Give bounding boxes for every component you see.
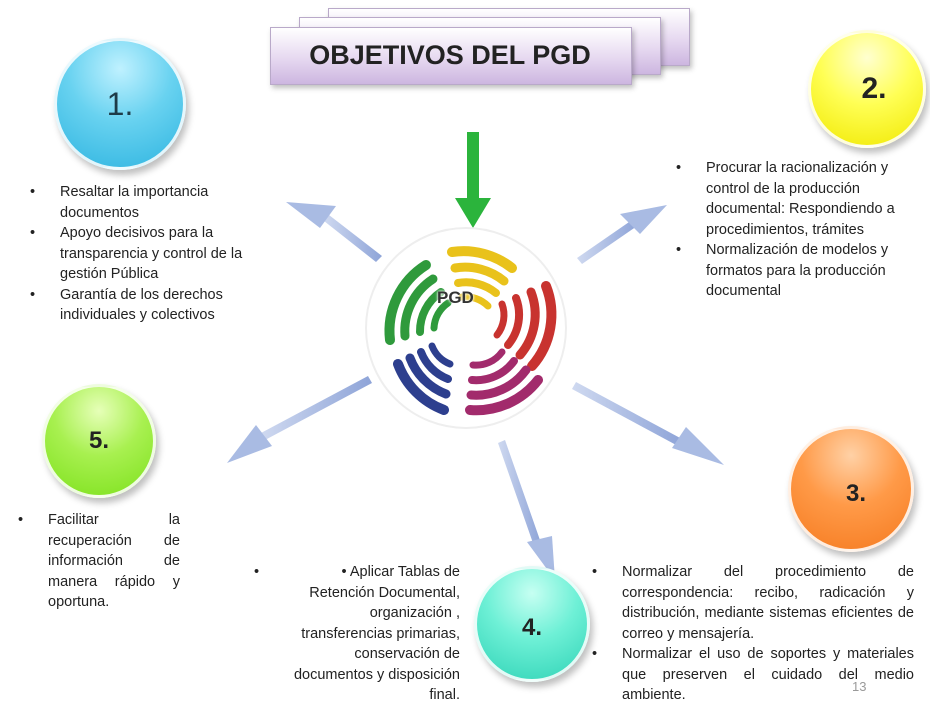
title-card-front	[270, 27, 632, 85]
arrow-to-objective-1	[286, 202, 382, 262]
objective-1-number: 1.	[106, 85, 134, 122]
objective-5-circle: 5.	[42, 384, 156, 498]
objective-4-number: 4.	[521, 614, 542, 641]
arrow-to-objective-3	[572, 382, 724, 465]
arrow-to-objective-2	[577, 205, 667, 264]
list-item: Apoyo decisivos para la transparencia y …	[30, 223, 262, 285]
green-down-arrow	[455, 132, 491, 228]
objective-4-circle: 4.	[474, 566, 590, 682]
objective-2-list: Procurar la racionalización y control de…	[676, 158, 906, 302]
objective-2-circle: 2.	[808, 30, 926, 148]
objective-1-circle: 1.	[54, 38, 186, 170]
objective-2-number: 2.	[861, 72, 887, 105]
page-number: 13	[852, 679, 867, 694]
objective-5-number: 5.	[88, 427, 109, 454]
arrow-to-objective-4	[498, 440, 555, 580]
list-item: Procurar la racionalización y control de…	[676, 158, 906, 240]
list-item: Normalizar el uso de soportes y material…	[592, 644, 914, 706]
objective-3-list: Normalizar del procedimiento de correspo…	[592, 562, 914, 706]
arrow-to-objective-5	[227, 376, 372, 463]
pgd-logo	[365, 227, 567, 429]
list-item: Garantía de los derechos individuales y …	[30, 285, 262, 326]
list-item: Facilitar la recuperación de información…	[18, 510, 180, 613]
objective-4-list: • Aplicar Tablas de Retención Documental…	[254, 562, 460, 706]
list-item: Resaltar la importancia documentos	[30, 182, 262, 223]
pgd-label: PGD	[437, 288, 474, 307]
list-item: • Aplicar Tablas de Retención Documental…	[254, 562, 460, 706]
page-title: OBJETIVOS DEL PGD	[309, 40, 591, 70]
objective-3-circle: 3.	[788, 426, 914, 552]
list-item: Normalizar del procedimiento de correspo…	[592, 562, 914, 644]
list-item-text: Aplicar Tablas de Retención Documental, …	[293, 564, 460, 703]
objective-3-number: 3.	[845, 480, 866, 507]
objective-1-list: Resaltar la importancia documentos Apoyo…	[30, 182, 262, 326]
list-item: Normalización de modelos y formatos para…	[676, 240, 906, 302]
objective-5-list: Facilitar la recuperación de información…	[18, 510, 180, 613]
